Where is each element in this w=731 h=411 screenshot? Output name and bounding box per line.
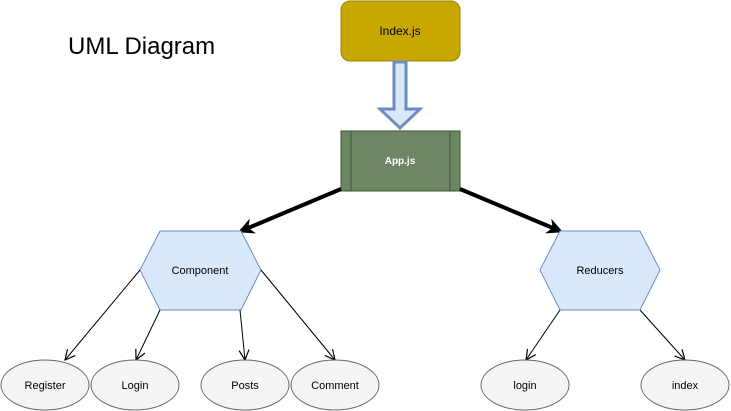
register-ellipse — [0, 359, 90, 411]
app-js-node[interactable]: App.js — [340, 130, 461, 192]
index-js-node[interactable]: Index.js — [340, 0, 461, 62]
login-reducer-ellipse — [480, 359, 570, 411]
diagram-title: UML Diagram — [68, 33, 215, 60]
reducers-label: Reducers — [576, 265, 624, 277]
login-label: Login — [122, 380, 149, 392]
login-ellipse — [90, 359, 180, 411]
arrow-component-to-posts — [240, 309, 245, 360]
component-label: Component — [172, 265, 229, 277]
arrow-app-to-reducers — [459, 187, 563, 234]
arrow-component-to-comment — [260, 269, 335, 360]
arrow-reducers-to-index — [639, 309, 685, 360]
posts-ellipse — [200, 359, 290, 411]
comment-label: Comment — [311, 380, 359, 392]
component-node[interactable]: Component — [139, 230, 262, 311]
index-js-label: Index.js — [379, 24, 420, 38]
login-reducer-label: login — [513, 380, 536, 392]
register-node[interactable]: Register — [0, 359, 90, 411]
posts-node[interactable]: Posts — [200, 359, 290, 411]
arrow-app-to-component — [238, 187, 342, 234]
register-label: Register — [25, 380, 66, 392]
login-node[interactable]: Login — [90, 359, 180, 411]
login-reducer-node[interactable]: login — [480, 359, 570, 411]
arrow-component-to-register — [65, 269, 141, 360]
index-reducer-label: index — [672, 380, 699, 392]
app-js-box — [340, 130, 461, 192]
comment-node[interactable]: Comment — [290, 359, 380, 411]
block-arrow-index-to-app — [376, 60, 424, 131]
index-reducer-node[interactable]: index — [640, 359, 730, 411]
app-js-label: App.js — [385, 156, 416, 167]
arrow-component-to-login — [136, 309, 161, 360]
comment-ellipse — [290, 359, 380, 411]
posts-label: Posts — [231, 380, 259, 392]
reducers-node[interactable]: Reducers — [539, 230, 661, 311]
arrow-reducers-to-login — [526, 309, 561, 360]
index-reducer-ellipse — [640, 359, 730, 411]
